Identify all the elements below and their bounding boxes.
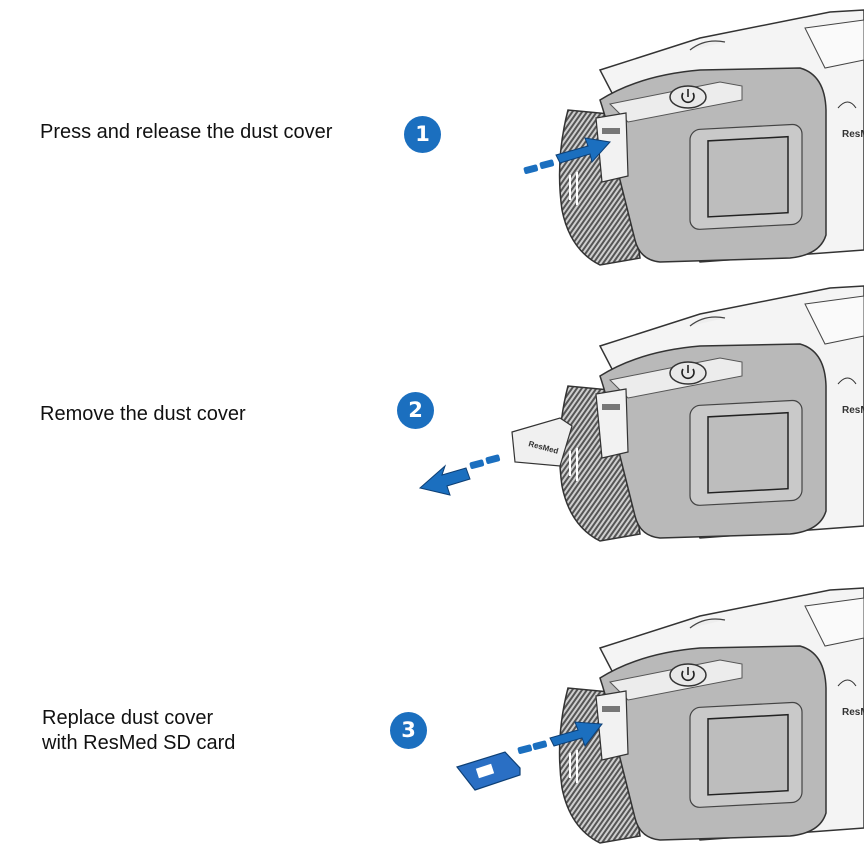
step-2-instruction: Remove the dust cover xyxy=(40,403,246,425)
step-3-instruction: Replace dust cover with ResMed SD card xyxy=(42,706,235,756)
device-step-1 xyxy=(558,9,864,266)
step-1-instruction: Press and release the dust cover xyxy=(40,121,333,143)
step-3-badge: 3 xyxy=(390,712,427,749)
arrow-right-icon xyxy=(517,721,603,755)
arrow-right-icon xyxy=(523,137,611,175)
dust-cover: ResMed xyxy=(511,417,573,467)
arrow-left-icon xyxy=(418,454,501,496)
device-step-3 xyxy=(558,587,864,844)
step-3-line-1: Replace dust cover xyxy=(42,707,214,729)
step-3-line-2: with ResMed SD card xyxy=(42,732,236,754)
step-1-badge: 1 xyxy=(404,116,441,153)
step-2-badge: 2 xyxy=(397,392,434,429)
sd-card-icon xyxy=(455,751,521,791)
device-step-2 xyxy=(558,285,864,542)
